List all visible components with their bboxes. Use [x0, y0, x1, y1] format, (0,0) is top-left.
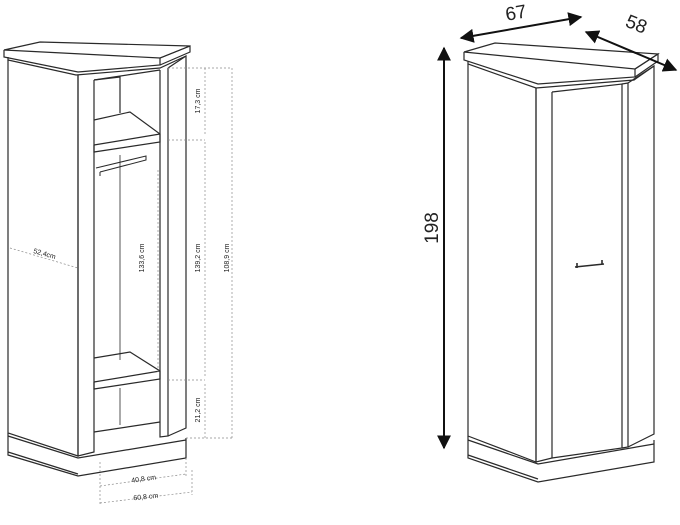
dim-height-label: 198 [422, 212, 443, 244]
dim-depth-label: 52,4cm [32, 248, 56, 261]
bottom-shelf-top [93, 421, 161, 433]
crown-lower-lip [7, 55, 187, 76]
closed-side-right [627, 64, 655, 448]
hanging-rail [95, 155, 147, 173]
closed-frame-left [535, 88, 553, 463]
crown-side [159, 45, 191, 66]
dim-middle-section-label: 139,2 cm [195, 243, 202, 272]
closed-crown-top [463, 42, 660, 70]
front-frame-left [77, 75, 95, 457]
door-handle [574, 260, 605, 268]
dim-inner-hanging-label: 133,6 cm [139, 243, 146, 272]
closed-crown-front [463, 52, 636, 85]
closed-frame-right [621, 82, 629, 449]
arrow-width [459, 12, 583, 43]
closed-crown-lip [467, 61, 655, 89]
dim-inner-total-label: 108,9 cm [224, 243, 231, 272]
side-panel [7, 60, 79, 457]
dim-width-label: 67 [504, 1, 528, 25]
lower-shelf-front [93, 370, 161, 383]
top-back-edge [93, 76, 121, 113]
dim-inner-width-label: 40,8 cm [131, 474, 157, 484]
side-edge-right [167, 54, 187, 437]
dim-bottom-section-label: 21,2 cm [195, 397, 202, 422]
crown-top-face [3, 41, 191, 59]
upper-shelf-front [93, 133, 161, 146]
closed-side-panel [467, 64, 537, 463]
front-frame-right [159, 68, 169, 438]
plinth-foot-line [7, 451, 79, 475]
upper-shelf [93, 111, 161, 153]
closed-plinth-foot [467, 454, 539, 480]
dim-outer-width-label: 60,8 cm [133, 493, 159, 503]
plinth-top-line [7, 435, 187, 459]
left-dimension-lines [9, 67, 233, 505]
lower-shelf [93, 351, 161, 390]
dim-top-section-label: 17,3 cm [195, 88, 202, 113]
closed-wardrobe-drawing [463, 42, 660, 483]
crown-front [3, 50, 161, 73]
right-dimension-arrows [437, 12, 678, 450]
dim-depth-label-right: 58 [622, 11, 649, 38]
open-wardrobe-drawing [3, 41, 191, 477]
arrow-depth [584, 30, 678, 72]
closed-plinth [467, 436, 655, 483]
plinth-front [7, 433, 187, 477]
door-panel [551, 83, 623, 459]
closed-plinth-top-line [467, 439, 655, 465]
